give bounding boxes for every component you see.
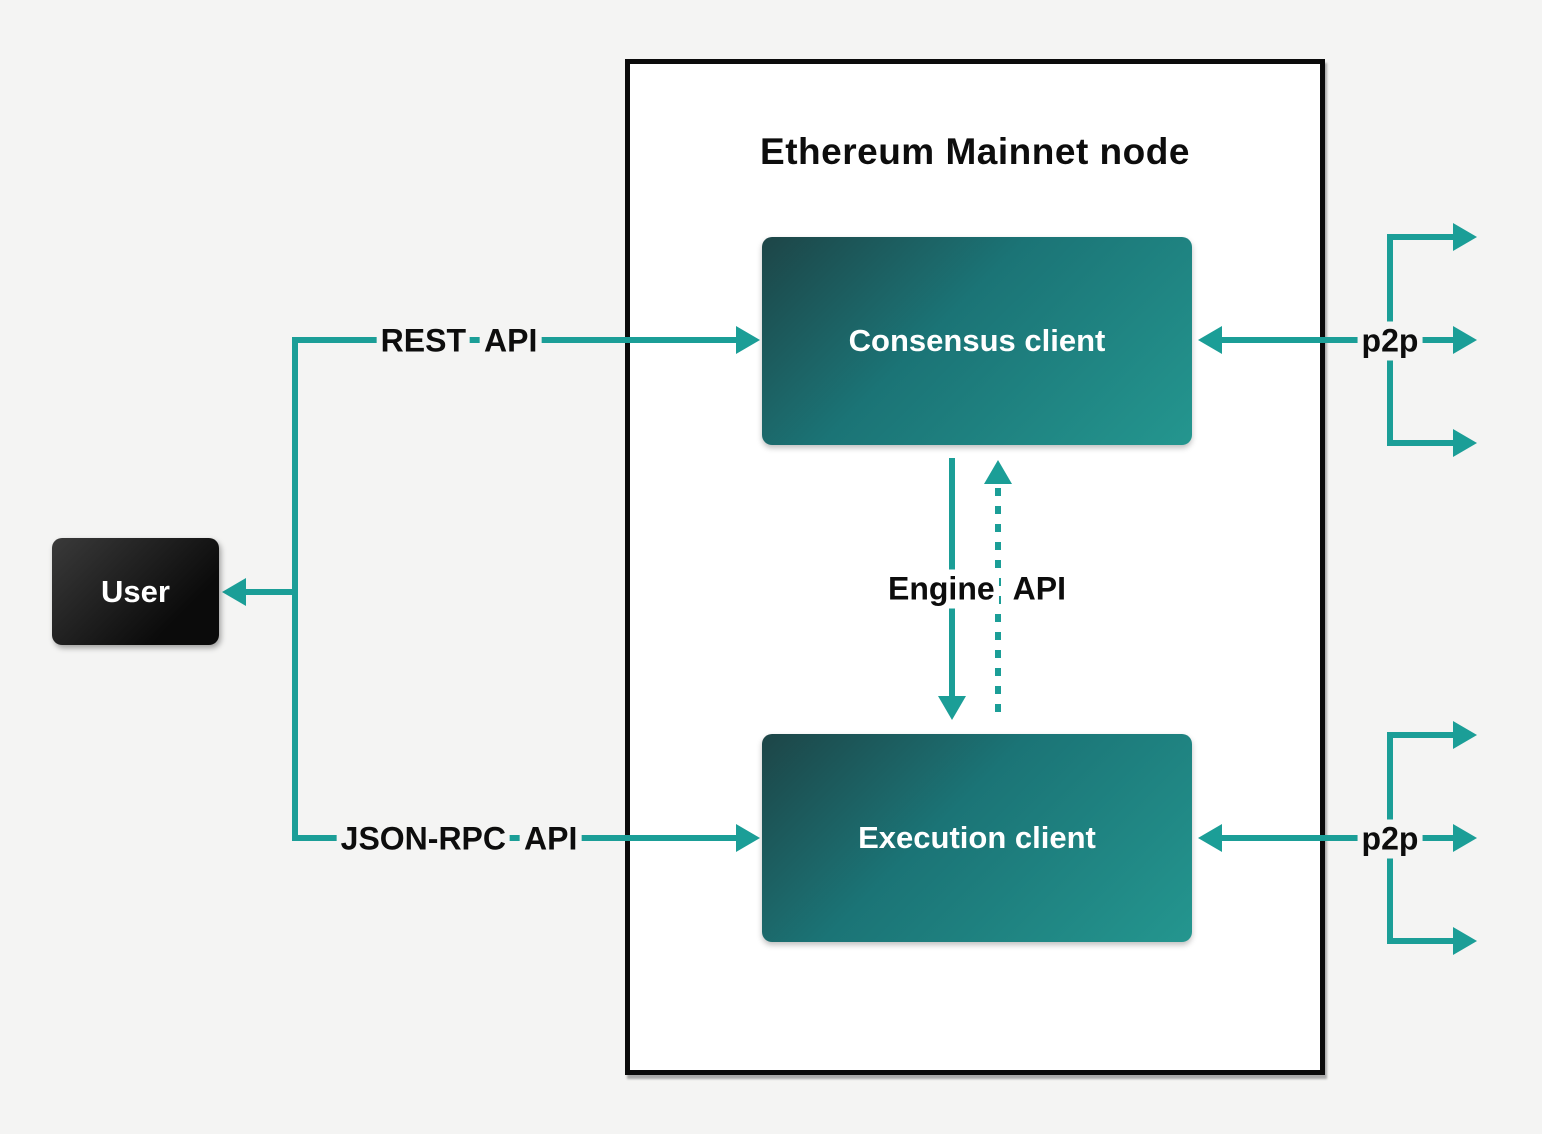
engine-api-up-arrowhead-icon bbox=[984, 460, 1012, 484]
user-node-label: User bbox=[101, 573, 170, 609]
p2p-to-execution-arrowhead-icon bbox=[1198, 824, 1222, 852]
rest-api-label: REST API bbox=[376, 321, 542, 361]
json-rpc-api-word-1: JSON-RPC bbox=[336, 819, 511, 859]
engine-api-label: Engine API bbox=[883, 569, 1071, 609]
engine-api-word-1: Engine bbox=[883, 569, 999, 609]
p2p-bottom-upper-arrowhead-icon bbox=[1453, 721, 1477, 749]
json-rpc-arrowhead-icon bbox=[736, 824, 760, 852]
rest-api-word-2: API bbox=[480, 321, 542, 361]
engine-api-down-arrowhead-icon bbox=[938, 696, 966, 720]
user-trunk-line bbox=[292, 337, 736, 841]
p2p-top-text: p2p bbox=[1357, 321, 1423, 361]
rest-api-arrowhead-icon bbox=[736, 326, 760, 354]
json-rpc-api-label: JSON-RPC API bbox=[336, 819, 582, 859]
p2p-top-label: p2p bbox=[1357, 321, 1423, 361]
p2p-bottom-label: p2p bbox=[1357, 819, 1423, 859]
panel-title: Ethereum Mainnet node bbox=[760, 131, 1190, 172]
p2p-to-consensus-arrowhead-icon bbox=[1198, 326, 1222, 354]
consensus-client-label: Consensus client bbox=[848, 323, 1106, 358]
p2p-bottom-mid-arrowhead-icon bbox=[1453, 824, 1477, 852]
p2p-bottom-lower-arrowhead-icon bbox=[1453, 927, 1477, 955]
p2p-bottom-text: p2p bbox=[1357, 819, 1423, 859]
p2p-top-upper-arrowhead-icon bbox=[1453, 223, 1477, 251]
engine-api-word-2: API bbox=[1008, 569, 1071, 609]
user-arrowhead-icon bbox=[222, 578, 246, 606]
p2p-top-mid-arrowhead-icon bbox=[1453, 326, 1477, 354]
p2p-top-lower-arrowhead-icon bbox=[1453, 429, 1477, 457]
execution-client-label: Execution client bbox=[858, 820, 1096, 855]
consensus-client-node: Consensus client bbox=[762, 237, 1192, 445]
execution-client-node: Execution client bbox=[762, 734, 1192, 942]
user-node: User bbox=[52, 538, 219, 645]
rest-api-word-1: REST bbox=[376, 321, 470, 361]
json-rpc-api-word-2: API bbox=[520, 819, 582, 859]
